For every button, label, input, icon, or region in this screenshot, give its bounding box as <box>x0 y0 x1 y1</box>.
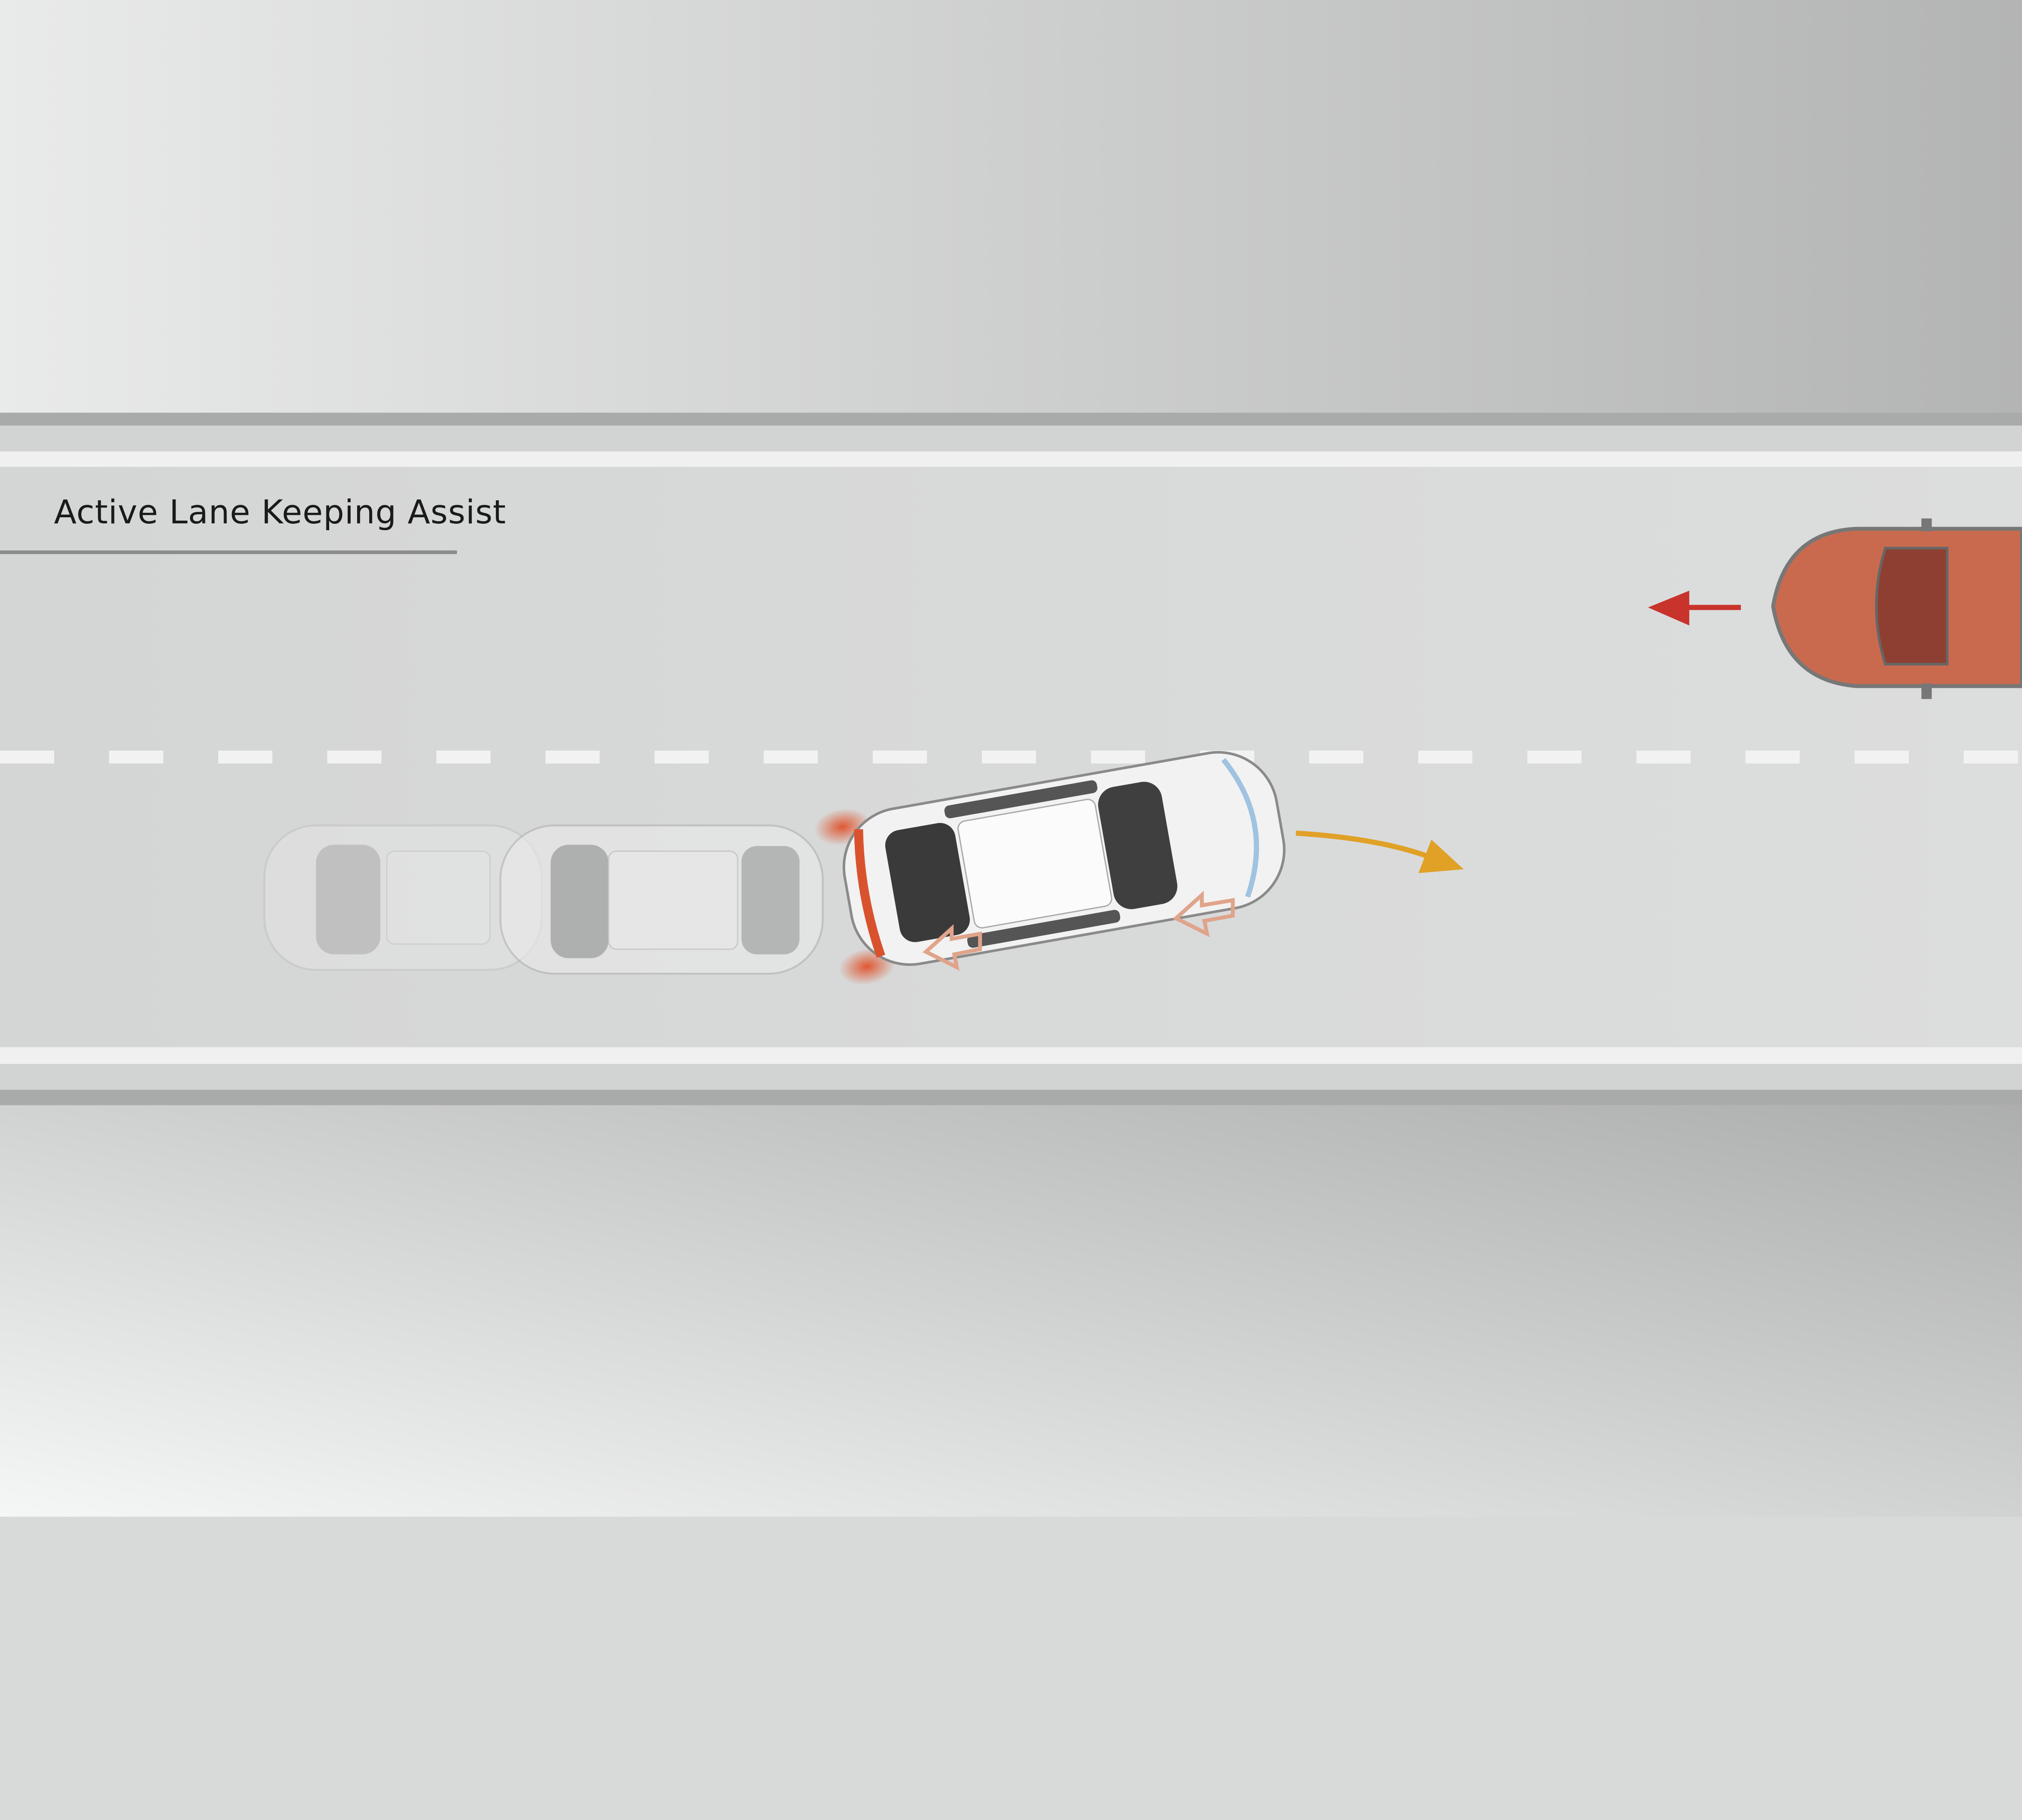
lane-dash <box>1745 750 1800 764</box>
upper-shoulder <box>0 425 2022 452</box>
upper-edge-line <box>0 451 2022 467</box>
lower-verge <box>0 1105 2022 1517</box>
side-window-bottom <box>967 910 1121 948</box>
lane-dash <box>1855 750 1909 764</box>
lane-keeping-diagram <box>0 0 2022 1517</box>
lane-dash <box>654 750 709 764</box>
lane-dash <box>1309 750 1364 764</box>
corrective-force-arrow-front <box>1172 891 1235 938</box>
lane-dash <box>1527 750 1582 764</box>
lane-dash <box>1636 750 1691 764</box>
rear-window <box>885 823 970 942</box>
lane-dash <box>1963 750 2018 764</box>
roof <box>957 798 1113 929</box>
lane-dash <box>0 750 54 764</box>
ghost-car-2 <box>499 824 824 975</box>
lane-dash <box>764 750 818 764</box>
ego-car <box>814 751 1286 985</box>
lane-dash <box>109 750 163 764</box>
windscreen <box>1098 781 1178 909</box>
side-window-top <box>944 780 1098 819</box>
lane-dash <box>436 750 491 764</box>
correction-path-arrow-icon <box>1296 830 1464 873</box>
lower-kerb-dark <box>0 1090 2022 1105</box>
lane-dash <box>873 750 927 764</box>
upper-kerb-dark <box>0 413 2022 426</box>
lane-dash <box>1418 750 1472 764</box>
upper-verge <box>0 0 2022 413</box>
corrective-force-arrow-rear <box>922 924 982 971</box>
lower-shoulder <box>0 1064 2022 1090</box>
oncoming-direction-arrow-left-icon <box>1648 590 1741 626</box>
lane-dash <box>545 750 600 764</box>
oncoming-car <box>1771 518 2022 699</box>
lower-edge-line <box>0 1047 2022 1064</box>
diagram-title: Active Lane Keeping Assist <box>54 493 506 531</box>
diagram-stage: Active Lane Keeping Assist <box>0 0 2022 1517</box>
title-underline <box>0 550 457 554</box>
lane-dash <box>981 750 1036 764</box>
lane-dash <box>327 750 382 764</box>
ghost-car-1 <box>263 824 543 971</box>
lane-dash <box>218 750 273 764</box>
lane-dash <box>1091 750 1145 764</box>
